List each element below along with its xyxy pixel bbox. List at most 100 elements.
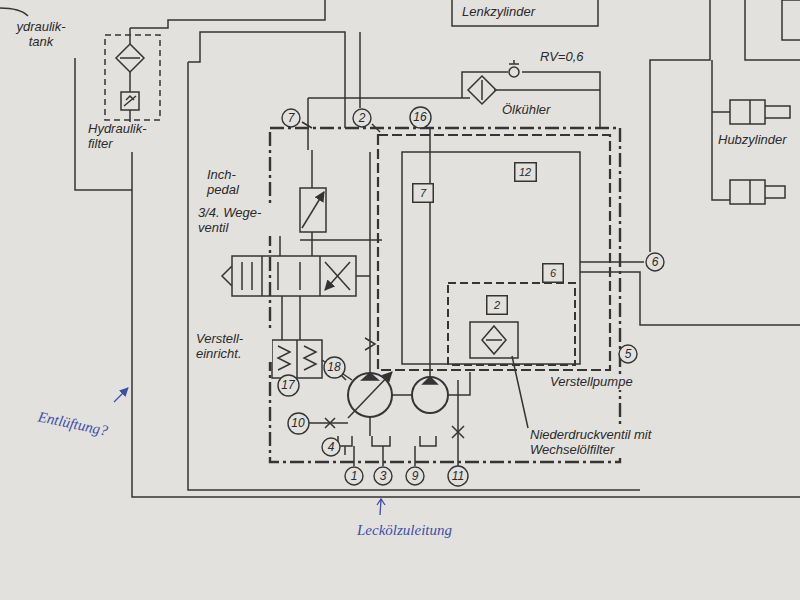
pump-housing [270,128,620,462]
supply-line [188,32,640,490]
valve-lines [282,276,370,340]
charge-pump-triangle [423,377,437,384]
callout-number: 3 [373,466,393,486]
inner-housing [378,135,610,370]
valve-arrows [242,262,350,290]
callout-number-text: 2 [486,300,508,311]
valve-box: 7 [412,183,434,203]
directional-valve [232,256,356,296]
callout-circle [374,467,392,485]
charge-pump [412,377,448,413]
part-label: Hydraulik- filter [86,122,162,152]
handwritten-note: Leckölzuleitung [355,522,454,539]
charge-circuit [402,152,580,364]
callout-circle [646,253,664,271]
throttle [325,370,464,438]
part-label: Ölkühler [500,103,552,118]
callout-circle [278,375,299,396]
tank-ports [338,436,436,455]
bypass-valve [121,92,139,110]
lift-cylinder [730,100,765,124]
callout-number-text: 7 [412,188,434,199]
callout-circle [288,413,309,434]
cooler-line [308,72,600,150]
callout-circle [406,467,424,485]
tank-line [0,8,132,190]
callout-number: 17 [277,374,300,397]
callout-circle [448,466,468,486]
callout-circle [619,345,637,363]
callout-circle [324,357,345,378]
variable-pump [348,373,392,417]
frame-box [782,0,800,40]
callout-circle [282,109,300,127]
piston-rod [750,100,790,204]
part-label: 3/4. Wege- ventil [196,206,282,236]
oil-cooler-symbol [468,76,496,104]
filter-box [470,322,518,358]
callout-number-text: 17 [277,379,300,391]
valve-box: 6 [542,263,564,283]
steering-cylinder-line [360,0,598,108]
callout-number-text: 9 [405,470,425,482]
callout-number: 11 [447,465,469,487]
callout-number-text: 16 [409,111,432,123]
valve-outline [413,184,434,203]
lift-line [580,0,800,325]
check-valve [509,67,519,77]
adjusting-device [272,340,322,378]
callout-number: 5 [618,344,638,364]
callout-number-text: 3 [373,470,393,482]
inch-valve [300,188,326,232]
valve-cells [222,256,320,296]
handwritten-note: Entlüftung? [34,408,111,440]
callout-number: 10 [287,412,310,435]
callout-number: 16 [409,106,432,129]
callout-circle [345,467,363,485]
valve-box: 2 [486,295,508,315]
callout-number: 2 [352,108,372,128]
spring-symbol [278,340,316,378]
bypass-spring [124,96,136,106]
callout-number-text: 7 [281,112,301,124]
callout-number-text: 18 [323,361,346,373]
return-line [132,150,800,497]
handwritten-arrow [377,499,385,515]
callout-number-text: 6 [542,268,564,279]
valve-outline [543,264,564,283]
part-label: Inch- pedal [205,168,261,198]
part-label: ydraulik- tank [3,20,79,50]
pump-triangle [362,373,378,380]
pump-arrow [348,372,392,418]
low-pressure-valve-box [448,283,575,365]
callout-number: 4 [321,437,341,457]
callout-number: 6 [645,252,665,272]
inch-line [280,150,382,256]
pump-lines [365,128,470,395]
filter-housing [105,35,160,120]
part-label: Verstellpumpe [548,375,635,390]
callout-circle [322,438,340,456]
callout-number-text: 5 [618,348,638,360]
callout-number-text: 10 [287,417,310,429]
callout-number: 18 [323,356,346,379]
valve-outline [514,163,536,182]
filter-symbol [116,44,144,72]
check-valve-spring [509,60,519,64]
filter-symbol [482,326,506,354]
lift-cylinder [730,180,765,204]
handwritten-arrow [114,388,128,402]
callout-number-text: 1 [344,470,364,482]
part-label: Niederdruckventil mit Wechselölfilter [528,428,684,458]
part-label: RV=0,6 [538,50,586,65]
inch-valve-arrow [302,192,324,228]
callout-number: 9 [405,466,425,486]
callout-number-text: 4 [321,441,341,453]
valve-box: 12 [514,162,537,182]
callout-number-text: 12 [514,167,537,178]
callout-circle [410,107,431,128]
